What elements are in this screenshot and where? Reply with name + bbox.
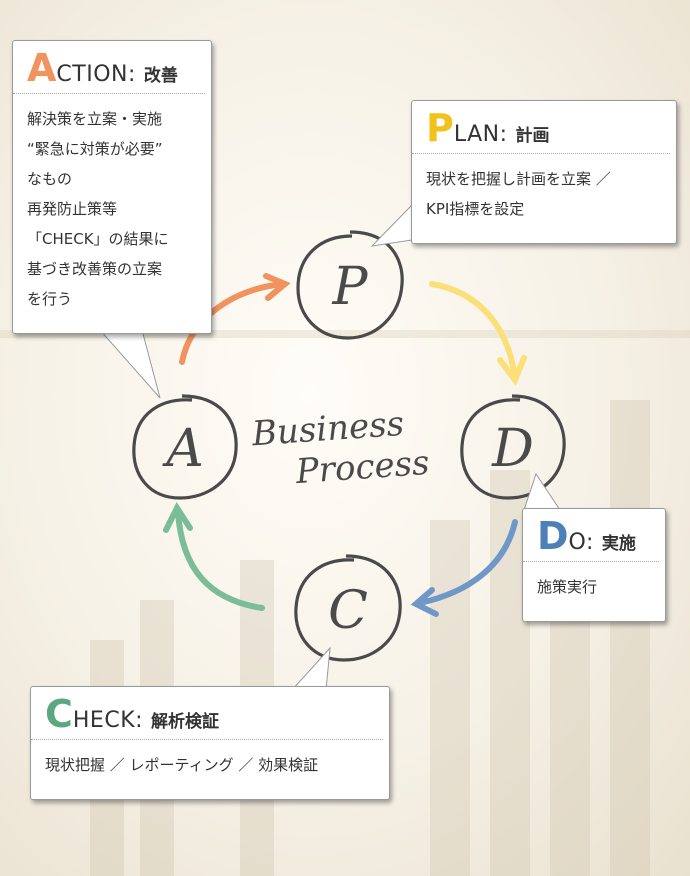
- arrow-do-to-check: [417, 519, 518, 606]
- arrow-plan-to-do: [429, 281, 518, 381]
- check-initial: C: [45, 692, 73, 736]
- do-title-jp: 実施: [601, 534, 636, 554]
- check-title-jp: 解析検証: [151, 712, 220, 732]
- circle-d: [460, 394, 566, 500]
- check-header: C HECK: 解析検証: [31, 687, 383, 740]
- action-header: A CTION: 改善: [13, 41, 205, 94]
- action-description: 解決策を立案・実施 “緊急に対策が必要” なもの 再発防止策等 「CHECK」の…: [27, 110, 169, 308]
- action-callout: A CTION: 改善 解決策を立案・実施 “緊急に対策が必要” なもの 再発防…: [12, 40, 212, 334]
- check-description: 現状把握 ／ レポーティング ／ 効果検証: [45, 756, 319, 774]
- action-title: CTION:: [56, 62, 136, 87]
- do-header: D O: 実施: [523, 509, 659, 562]
- node-d-letter: D: [491, 419, 534, 479]
- action-initial: A: [27, 46, 57, 90]
- do-initial: D: [537, 514, 569, 558]
- arrow-check-to-action: [175, 509, 265, 611]
- check-pointer: [290, 646, 331, 691]
- arrow-action-to-plan: [179, 281, 285, 365]
- node-a-letter: A: [162, 419, 204, 479]
- check-callout: C HECK: 解析検証 現状把握 ／ レポーティング ／ 効果検証: [30, 686, 390, 800]
- action-pointer: [98, 329, 161, 399]
- node-p-letter: P: [332, 257, 369, 317]
- center-title-line2: Process: [294, 443, 431, 492]
- do-callout: D O: 実施 施策実行: [522, 508, 666, 622]
- node-c-letter: C: [328, 581, 368, 641]
- plan-initial: P: [426, 106, 454, 150]
- circle-c: [294, 554, 402, 662]
- plan-header: P LAN: 計画: [412, 101, 670, 154]
- circle-p: [296, 230, 404, 340]
- do-description: 施策実行: [537, 578, 598, 596]
- plan-callout: P LAN: 計画 現状を把握し計画を立案 ／ KPI指標を設定: [411, 100, 677, 244]
- check-title: HECK:: [72, 708, 144, 733]
- circle-a: [132, 394, 238, 500]
- plan-title-jp: 計画: [515, 126, 550, 146]
- do-pointer: [523, 472, 561, 511]
- do-title: O:: [568, 530, 594, 555]
- plan-description: 現状を把握し計画を立案 ／ KPI指標を設定: [426, 170, 611, 218]
- action-title-jp: 改善: [143, 66, 178, 86]
- plan-pointer: [370, 203, 413, 247]
- plan-title: LAN:: [453, 122, 508, 147]
